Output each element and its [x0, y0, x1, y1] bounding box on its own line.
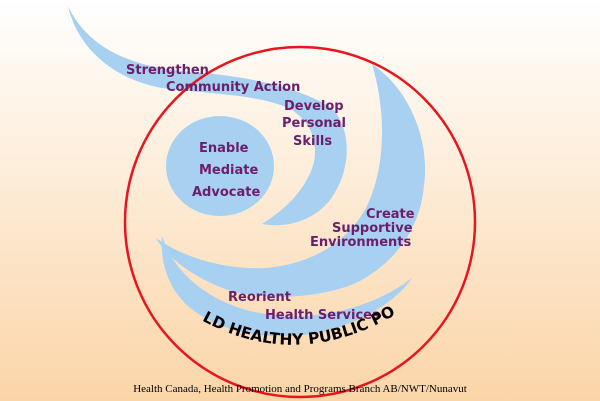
- label-advocate: Advocate: [192, 185, 260, 200]
- label-mediate: Mediate: [199, 163, 259, 178]
- label-environments: Environments: [310, 235, 411, 250]
- label-develop: Develop: [284, 99, 344, 114]
- swirl-lower-crescent: [161, 236, 412, 337]
- policy-ring: [123, 45, 477, 399]
- source-credit: Health Canada, Health Promotion and Prog…: [133, 383, 467, 395]
- label-create: Create: [366, 207, 415, 222]
- label-reorient: Reorient: [228, 290, 291, 305]
- label-community-action: Community Action: [166, 80, 300, 95]
- label-enable: Enable: [199, 141, 249, 156]
- label-supportive: Supportive: [332, 221, 413, 236]
- label-health-services: Health Services: [265, 308, 380, 323]
- label-strengthen: Strengthen: [126, 63, 209, 78]
- swirl-upper-arm: [68, 6, 347, 226]
- label-skills: Skills: [293, 134, 332, 149]
- swirl-right-crescent: [156, 64, 426, 297]
- swirl-graphic: [68, 6, 426, 337]
- label-personal: Personal: [282, 116, 346, 131]
- swirl-inner-blob: [166, 116, 274, 216]
